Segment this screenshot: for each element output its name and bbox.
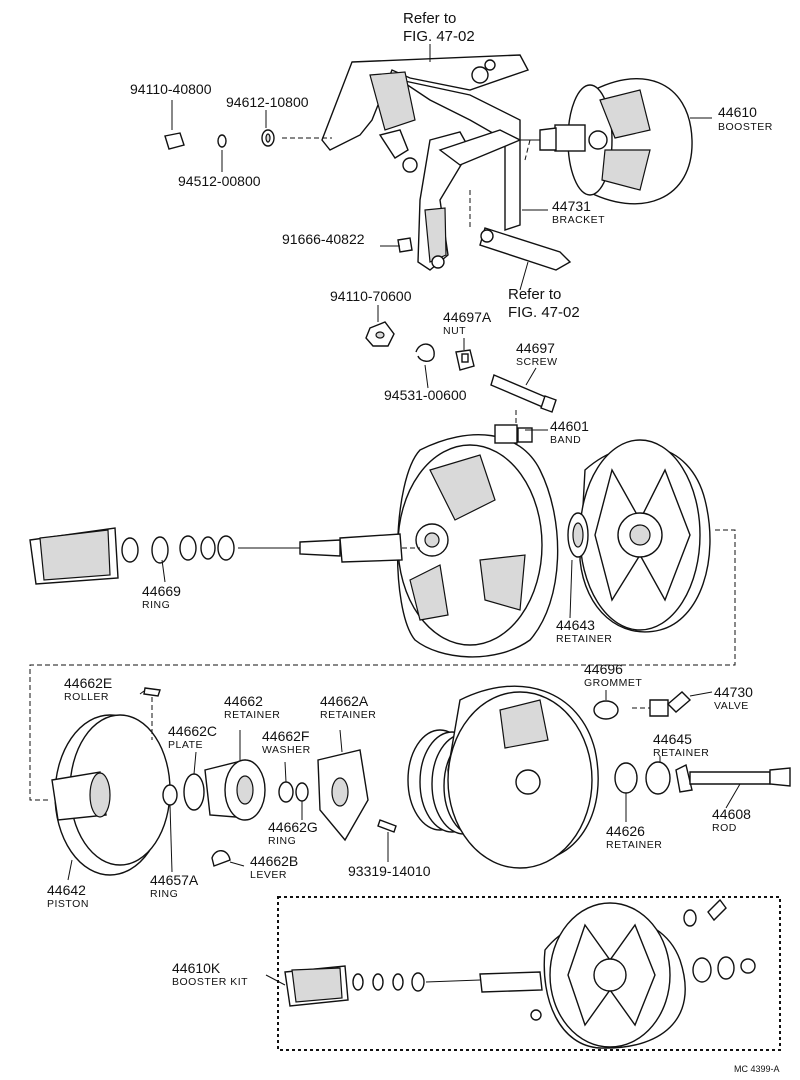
part-number-94110-40800: 94110-40800 <box>130 81 212 97</box>
part-number-44662A: 44662A <box>320 693 369 709</box>
leader-lines <box>67 44 741 986</box>
part-number-44662G: 44662G <box>268 819 318 835</box>
figure-code: MC 4399-A <box>734 1064 780 1074</box>
part-number-44696: 44696 <box>584 661 623 677</box>
part-number-44662: 44662 <box>224 693 263 709</box>
part-number-44730: 44730 <box>714 684 753 700</box>
part-number-44662B: 44662B <box>250 853 298 869</box>
piston-internals-drawing <box>51 685 791 876</box>
part-name-44662F: WASHER <box>262 744 311 756</box>
part-number-44645: 44645 <box>653 731 692 747</box>
part-number-44610: 44610 <box>718 104 757 120</box>
part-name-44610K: BOOSTER KIT <box>172 976 248 988</box>
callout-labels: Refer to FIG. 47-02 Refer to FIG. 47-02 … <box>47 10 780 1074</box>
part-name-44669: RING <box>142 599 170 611</box>
bracket-assembly-drawing <box>164 54 572 271</box>
part-name-44642: PISTON <box>47 898 89 910</box>
part-number-44657A: 44657A <box>150 872 199 888</box>
part-name-44697: SCREW <box>516 356 558 368</box>
part-name-44643: RETAINER <box>556 633 612 645</box>
part-number-94110-70600: 94110-70600 <box>330 288 412 304</box>
part-name-44662A: RETAINER <box>320 709 376 721</box>
part-number-44626: 44626 <box>606 823 645 839</box>
nut-washer-screw-drawing <box>365 321 557 440</box>
part-name-44645: RETAINER <box>653 747 709 759</box>
part-number-44608: 44608 <box>712 806 751 822</box>
ref-top-line1: Refer to <box>403 10 456 27</box>
part-number-93319-14010: 93319-14010 <box>348 863 431 879</box>
part-number-44662E: 44662E <box>64 675 112 691</box>
part-name-44731: BRACKET <box>552 214 605 226</box>
part-name-44662C: PLATE <box>168 739 203 751</box>
part-number-44697A: 44697A <box>443 309 492 325</box>
part-number-44662C: 44662C <box>168 723 217 739</box>
part-number-44642: 44642 <box>47 882 86 898</box>
ref-mid-line1: Refer to <box>508 286 561 303</box>
booster-kit-drawing <box>277 896 781 1051</box>
part-number-44669: 44669 <box>142 583 181 599</box>
part-number-94612-10800: 94612-10800 <box>226 94 309 110</box>
part-number-94531-00600: 94531-00600 <box>384 387 467 403</box>
part-name-44662: RETAINER <box>224 709 280 721</box>
part-name-44601: BAND <box>550 434 581 446</box>
part-name-44626: RETAINER <box>606 839 662 851</box>
part-name-44730: VALVE <box>714 700 749 712</box>
part-name-44608: ROD <box>712 822 737 834</box>
part-name-44610: BOOSTER <box>718 121 773 133</box>
part-name-44662E: ROLLER <box>64 691 109 703</box>
booster-main-drawing <box>29 424 736 801</box>
ref-mid-line2: FIG. 47-02 <box>508 304 580 321</box>
part-number-91666-40822: 91666-40822 <box>282 231 365 247</box>
part-name-44697A: NUT <box>443 325 466 337</box>
part-name-44662G: RING <box>268 835 296 847</box>
part-number-44697: 44697 <box>516 340 555 356</box>
part-number-44601: 44601 <box>550 418 589 434</box>
part-number-44662F: 44662F <box>262 728 309 744</box>
part-name-44696: GROMMET <box>584 677 642 689</box>
part-number-44610K: 44610K <box>172 960 221 976</box>
part-name-44657A: RING <box>150 888 178 900</box>
part-name-44662B: LEVER <box>250 869 287 881</box>
booster-top-drawing <box>520 78 693 205</box>
part-number-94512-00800: 94512-00800 <box>178 173 261 189</box>
part-number-44731: 44731 <box>552 198 591 214</box>
part-number-44643: 44643 <box>556 617 595 633</box>
ref-top-line2: FIG. 47-02 <box>403 28 475 45</box>
